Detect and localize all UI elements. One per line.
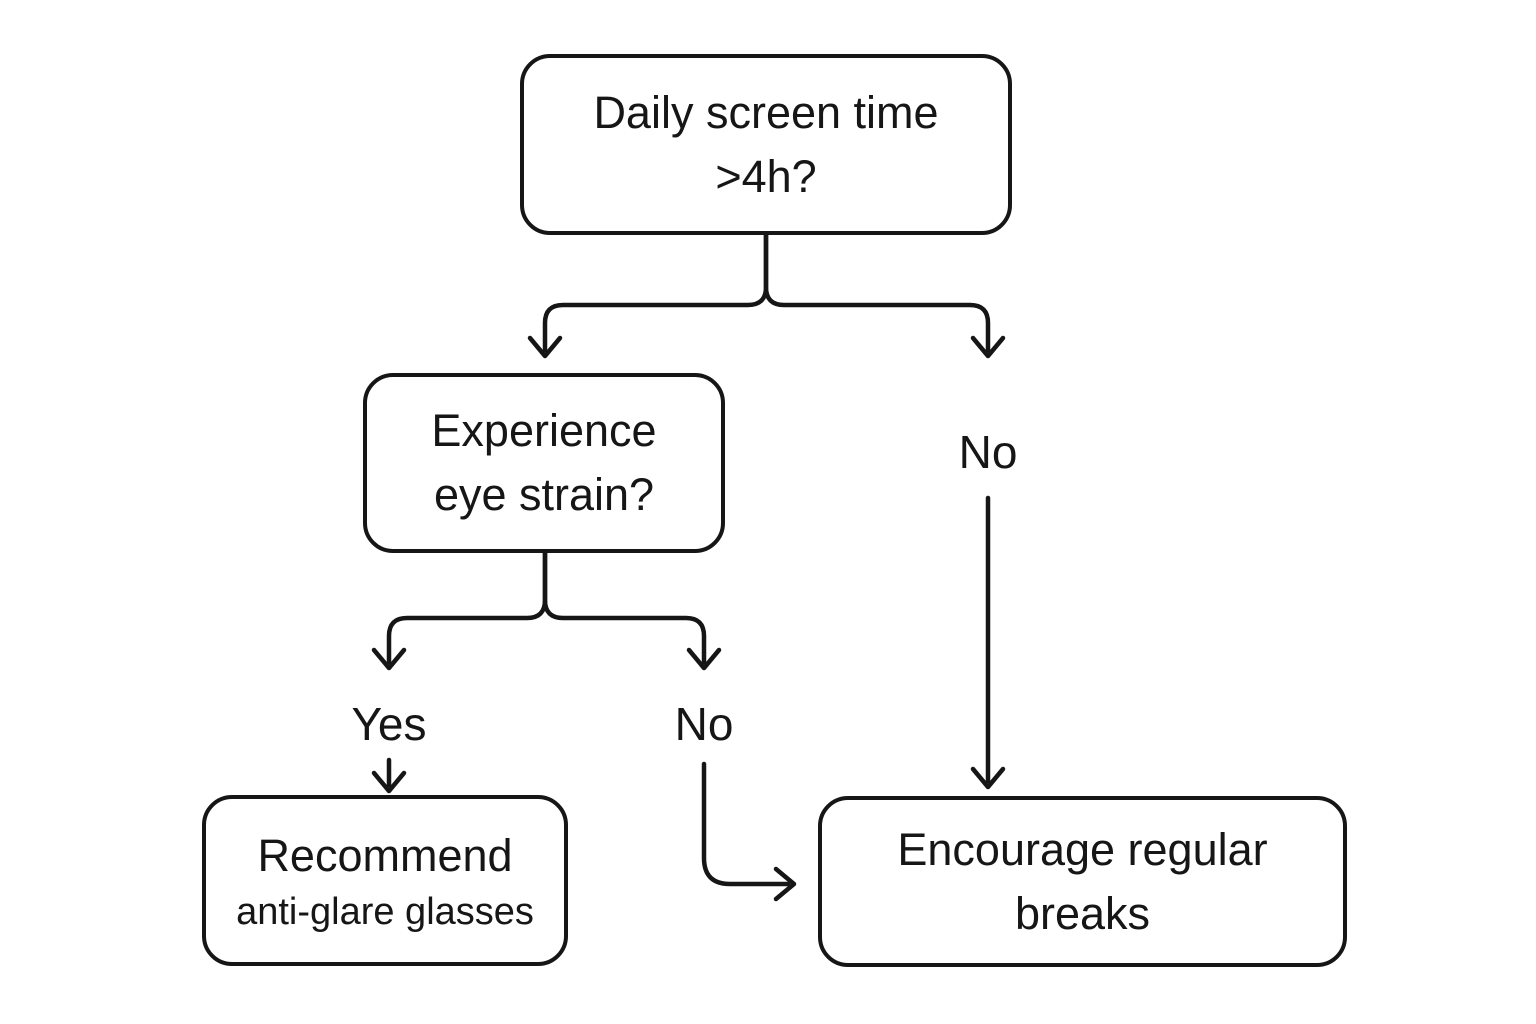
- arrowhead-down-no-breaks: [970, 766, 1006, 790]
- edge-label-yes: Yes: [347, 697, 431, 751]
- edge-screentime-eyestrain: [542, 232, 769, 353]
- arrowhead-down-yes-glasses: [371, 770, 407, 794]
- edge-screentime-no: [763, 232, 991, 353]
- node-encourage-breaks: Encourage regular breaks: [818, 796, 1347, 967]
- node-eye-strain-line2: eye strain?: [433, 469, 655, 520]
- node-encourage-breaks-line2: breaks: [1014, 887, 1151, 939]
- arrowhead-down-yes-split: [371, 647, 407, 671]
- edge-eyestrain-yes: [386, 550, 548, 665]
- arrowhead-down-no-split: [686, 647, 722, 671]
- node-recommend-glasses: Recommend anti-glare glasses: [202, 795, 568, 966]
- arrowhead-down-right-split: [970, 335, 1006, 359]
- node-recommend-glasses-line1: Recommend: [257, 829, 513, 881]
- node-daily-screen-time-line2: >4h?: [715, 150, 817, 202]
- edge-strainno-breaks: [701, 761, 791, 887]
- node-daily-screen-time-line1: Daily screen time: [593, 86, 939, 138]
- arrowhead-right-strainno-breaks: [773, 866, 797, 902]
- node-eye-strain: Experience eye strain?: [363, 373, 725, 553]
- node-daily-screen-time: Daily screen time >4h?: [520, 54, 1012, 235]
- arrowhead-down-left-split: [527, 335, 563, 359]
- node-encourage-breaks-line1: Encourage regular: [897, 823, 1268, 875]
- node-recommend-glasses-line2: anti-glare glasses: [236, 890, 534, 933]
- edge-label-no-strain: No: [670, 697, 738, 751]
- node-eye-strain-line1: Experience: [431, 405, 657, 457]
- edge-eyestrain-no: [542, 550, 707, 665]
- edge-label-no-top: No: [954, 425, 1022, 479]
